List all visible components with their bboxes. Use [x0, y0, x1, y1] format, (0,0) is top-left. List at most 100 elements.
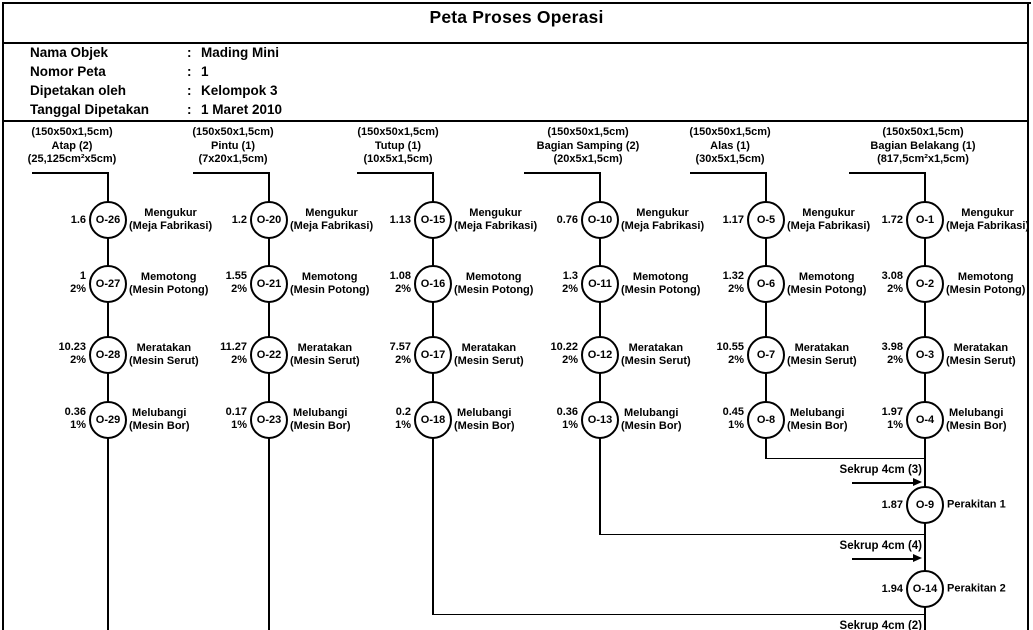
op-name: Mengukur [636, 207, 689, 219]
op-desc-O-1: Mengukur(Meja Fabrikasi) [946, 207, 1029, 233]
material-entry-line-col2 [193, 172, 269, 174]
op-id-label: O-6 [756, 278, 776, 290]
flow-line-col5 [765, 172, 767, 459]
border-right [1027, 2, 1029, 630]
op-time-value: 3.08 [881, 270, 903, 282]
op-desc-O-16: Memotong(Mesin Potong) [454, 271, 533, 297]
op-name: Melubangi [790, 407, 845, 419]
op-tool: (Mesin Serut) [454, 355, 524, 367]
material-header-col2: (150x50x1,5cm)Pintu (1)(7x20x1,5cm) [192, 126, 273, 167]
op-name: Mengukur [305, 207, 358, 219]
op-scrap-percent: 2% [887, 354, 903, 366]
op-desc-O-15: Mengukur(Meja Fabrikasi) [454, 207, 537, 233]
op-time-value: 1.87 [881, 498, 903, 511]
flow-line-col3 [432, 172, 434, 615]
op-node-O-3: O-3 [906, 336, 944, 374]
op-desc-O-18: Melubangi(Mesin Bor) [454, 407, 515, 433]
op-tool: (Meja Fabrikasi) [621, 220, 705, 232]
border-left [2, 2, 4, 630]
material-header-col6: (150x50x1,5cm)Bagian Belakang (1)(817,5c… [870, 126, 975, 167]
op-node-O-27: O-27 [89, 265, 127, 303]
op-tool: (Mesin Bor) [621, 420, 682, 432]
material-dimension: (150x50x1,5cm) [192, 126, 274, 138]
component-arrow-line-1 [852, 482, 914, 484]
op-time-value: 1.13 [389, 213, 411, 226]
material-header-col4: (150x50x1,5cm)Bagian Samping (2)(20x5x1,… [537, 126, 640, 167]
op-node-O-2: O-2 [906, 265, 944, 303]
component-arrow-head-2 [913, 554, 922, 563]
op-tool: (Mesin Bor) [290, 420, 351, 432]
op-time-value: 1.08 [389, 270, 411, 282]
op-node-O-4: O-4 [906, 401, 944, 439]
op-id-label: O-29 [95, 414, 121, 426]
op-tool: (Mesin Serut) [129, 355, 199, 367]
op-name: Mengukur [469, 207, 522, 219]
op-scrap-percent: 2% [395, 354, 411, 366]
op-id-label: O-20 [256, 214, 282, 226]
op-id-label: O-21 [256, 278, 282, 290]
op-node-O-18: O-18 [414, 401, 452, 439]
op-node-O-28: O-28 [89, 336, 127, 374]
material-cut_size: (10x5x1,5cm) [363, 153, 433, 165]
op-desc-O-29: Melubangi(Mesin Bor) [129, 407, 190, 433]
op-time-value: 0.17 [225, 406, 247, 418]
op-name: Melubangi [949, 407, 1004, 419]
op-tool: (Mesin Potong) [290, 284, 370, 296]
op-scrap-percent: 1% [887, 419, 903, 431]
op-time-value: 10.22 [550, 341, 578, 353]
op-desc-O-8: Melubangi(Mesin Bor) [787, 407, 848, 433]
op-id-label: O-2 [915, 278, 935, 290]
op-name: Memotong [798, 271, 855, 283]
material-dimension: (150x50x1,5cm) [689, 126, 771, 138]
material-entry-line-col4 [524, 172, 600, 174]
op-time-value: 1.6 [70, 213, 86, 226]
op-scrap-percent: 2% [231, 283, 247, 295]
op-node-O-16: O-16 [414, 265, 452, 303]
op-desc-O-2: Memotong(Mesin Potong) [946, 271, 1025, 297]
info-colon: : [187, 83, 192, 98]
op-node-O-17: O-17 [414, 336, 452, 374]
op-scrap-percent: 2% [728, 283, 744, 295]
op-id-label: O-14 [912, 583, 938, 595]
material-name: Tutup (1) [374, 139, 422, 152]
op-time-value: 1.17 [722, 213, 744, 226]
op-node-O-12: O-12 [581, 336, 619, 374]
op-time-value: 0.2 [395, 406, 411, 418]
op-desc-O-22: Meratakan(Mesin Serut) [290, 342, 360, 368]
op-scrap-percent: 2% [887, 283, 903, 295]
page-title: Peta Proses Operasi [429, 7, 604, 27]
material-entry-line-col6 [849, 172, 925, 174]
op-name: Meratakan [461, 342, 517, 354]
op-scrap-percent: 2% [395, 283, 411, 295]
op-desc-O-17: Meratakan(Mesin Serut) [454, 342, 524, 368]
info-colon: : [187, 45, 192, 60]
join-line-col5 [766, 457, 925, 459]
op-node-O-20: O-20 [250, 201, 288, 239]
op-desc-O-11: Memotong(Mesin Potong) [621, 271, 700, 297]
op-tool: (Meja Fabrikasi) [946, 220, 1030, 232]
op-name: Mengukur [961, 207, 1014, 219]
op-name: Melubangi [132, 407, 187, 419]
op-scrap-percent: 1% [562, 419, 578, 431]
op-time-value: 10.23 [58, 341, 86, 353]
op-time-value: 1 [79, 270, 86, 282]
op-scrap-percent: 2% [728, 354, 744, 366]
material-cut_size: (7x20x1,5cm) [198, 153, 268, 165]
info-label: Dipetakan oleh [30, 83, 127, 98]
material-cut_size: (817,5cm²x1,5cm) [877, 153, 969, 165]
op-scrap-percent: 2% [231, 354, 247, 366]
op-node-O-6: O-6 [747, 265, 785, 303]
op-tool: (Mesin Serut) [290, 355, 360, 367]
op-tool: (Mesin Potong) [129, 284, 209, 296]
material-name: Pintu (1) [211, 139, 255, 152]
material-header-col5: (150x50x1,5cm)Alas (1)(30x5x1,5cm) [689, 126, 770, 167]
op-tool: (Mesin Potong) [621, 284, 701, 296]
info-label: Tanggal Dipetakan [30, 102, 150, 117]
op-time-value: 0.45 [722, 406, 744, 418]
